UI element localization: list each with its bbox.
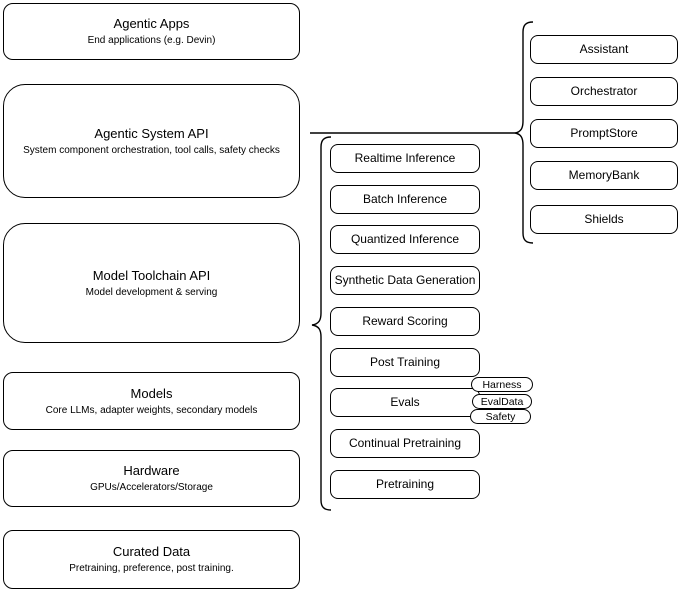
node-subtitle: GPUs/Accelerators/Storage — [90, 482, 213, 493]
node-subtitle: Pretraining, preference, post training. — [69, 563, 234, 574]
node-label: Realtime Inference — [354, 151, 456, 165]
node-label: Evals — [390, 395, 420, 409]
node-subtitle: Model development & serving — [85, 286, 218, 298]
node-label: Orchestrator — [570, 84, 638, 98]
node-title: Agentic Apps — [113, 16, 190, 31]
node-label: Quantized Inference — [350, 232, 460, 246]
node-orchestrator: Orchestrator — [530, 77, 678, 106]
node-label: Assistant — [579, 42, 629, 56]
node-label: Synthetic Data Generation — [334, 273, 476, 287]
node-subtitle: End applications (e.g. Devin) — [87, 35, 216, 46]
node-agentic-system-api: Agentic System API System component orch… — [3, 84, 300, 198]
node-reward-scoring: Reward Scoring — [330, 307, 480, 336]
node-label: Reward Scoring — [362, 314, 448, 328]
middle-column-brace — [311, 136, 332, 511]
tag-safety: Safety — [470, 409, 531, 424]
node-label: Post Training — [369, 355, 441, 369]
node-hardware: Hardware GPUs/Accelerators/Storage — [3, 450, 300, 507]
node-post-training: Post Training — [330, 348, 480, 377]
node-model-toolchain-api: Model Toolchain API Model development & … — [3, 223, 300, 343]
node-title: Models — [130, 385, 173, 401]
node-label: Shields — [584, 212, 624, 226]
node-pretraining: Pretraining — [330, 470, 480, 499]
node-curated-data: Curated Data Pretraining, preference, po… — [3, 530, 300, 589]
node-quantized-inference: Quantized Inference — [330, 225, 480, 254]
tag-label: EvalData — [480, 395, 524, 408]
node-label: PromptStore — [570, 126, 638, 140]
tag-evaldata: EvalData — [472, 394, 532, 409]
node-title: Agentic System API — [94, 125, 209, 141]
node-shields: Shields — [530, 205, 678, 234]
node-models: Models Core LLMs, adapter weights, secon… — [3, 372, 300, 430]
node-title: Hardware — [123, 463, 180, 478]
node-memorybank: MemoryBank — [530, 161, 678, 190]
node-promptstore: PromptStore — [530, 119, 678, 148]
tag-label: Safety — [485, 410, 516, 423]
node-agentic-apps: Agentic Apps End applications (e.g. Devi… — [3, 3, 300, 60]
node-label: MemoryBank — [568, 168, 640, 182]
node-evals: Evals — [330, 388, 480, 417]
node-label: Continual Pretraining — [348, 436, 462, 450]
node-synthetic-data-generation: Synthetic Data Generation — [330, 266, 480, 295]
node-subtitle: Core LLMs, adapter weights, secondary mo… — [45, 404, 258, 416]
tag-label: Harness — [482, 378, 522, 391]
node-continual-pretraining: Continual Pretraining — [330, 429, 480, 458]
node-title: Curated Data — [112, 544, 191, 559]
node-label: Batch Inference — [362, 192, 448, 206]
node-title: Model Toolchain API — [92, 267, 211, 283]
tag-harness: Harness — [471, 377, 533, 392]
node-subtitle: System component orchestration, tool cal… — [23, 144, 280, 156]
node-assistant: Assistant — [530, 35, 678, 64]
node-label: Pretraining — [375, 477, 435, 491]
node-realtime-inference: Realtime Inference — [330, 144, 480, 173]
node-batch-inference: Batch Inference — [330, 185, 480, 214]
